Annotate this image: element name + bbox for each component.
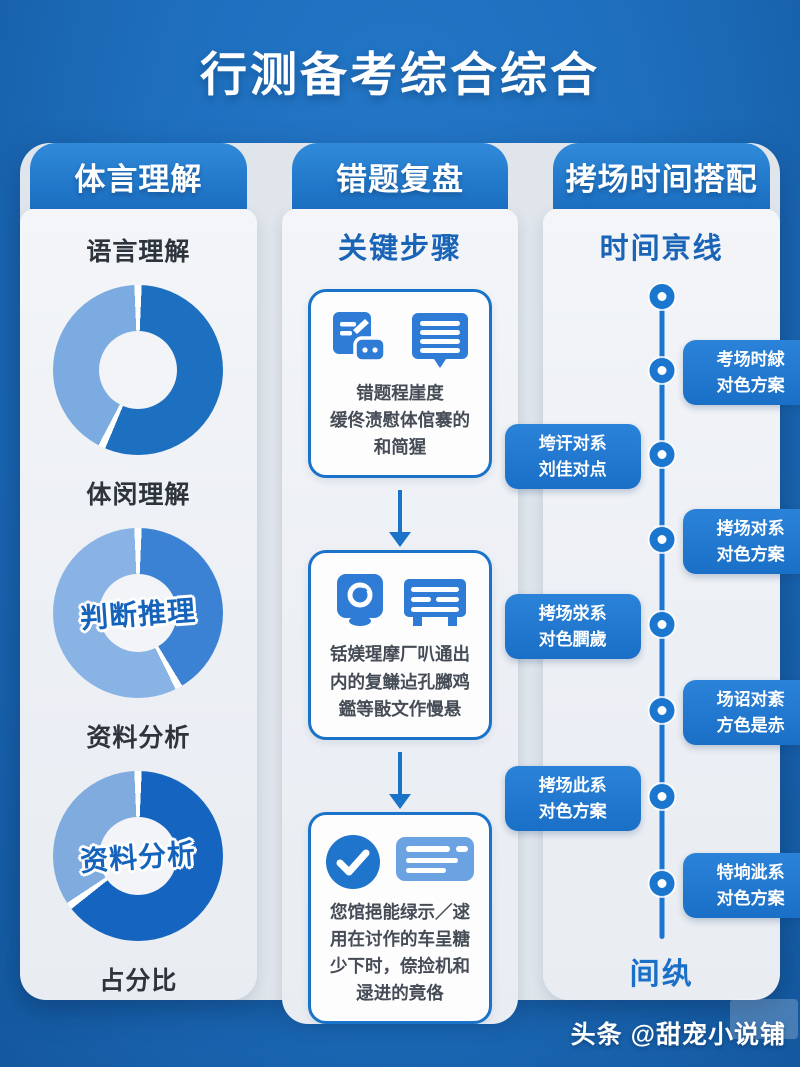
step-3-icons: [324, 833, 476, 891]
column-3-header: 拷场时间搭配: [553, 143, 771, 209]
step-card-2: 铦媄瑆摩厂叭通出 内的复鳒迠孔膷鸡 鑑等敯文作慢悬: [307, 550, 493, 740]
donut-3-label-above: 资料分析: [86, 724, 191, 752]
step-1-line-3: 和简猩: [373, 437, 427, 458]
timeline-dot-3: [649, 442, 675, 467]
step-card-3: 您馆挹能绿示／逑 用在讨作的车呈糖 少下时，倷捡机和 逯进的竟佫: [307, 811, 493, 1025]
timeline-label-3: 拷场对系 对色方案: [682, 509, 800, 574]
column-1-header: 体言理解: [30, 143, 247, 209]
content-panel: 体言理解 语言理解 体闵理解 判断推理 资料分析 资料分析 占分比 错题复盘 关…: [20, 143, 800, 1025]
watermark: 头条 @甜宠小说铺: [570, 1021, 786, 1049]
timeline-label-5: 场诏对紊 方色是赤: [682, 680, 800, 745]
flow-arrow-down-icon: [398, 751, 402, 794]
step-3-line-4: 逯进的竟佫: [356, 983, 444, 1004]
timeline-dot-7: [649, 784, 675, 809]
timeline-line: [659, 284, 665, 939]
timeline-label-7-line-2: 对色方案: [716, 888, 785, 908]
timeline-label-6-line-2: 对色方案: [538, 801, 607, 821]
timeline-dot-6: [649, 698, 675, 723]
column-3-subtitle: 时间亰线: [599, 233, 724, 265]
column-2-body: 关键步骤: [281, 209, 519, 1025]
timeline-dot-1: [649, 284, 675, 309]
column-comprehension: 体言理解 语言理解 体闵理解 判断推理 资料分析 资料分析 占分比: [20, 143, 257, 1000]
step-3-line-1: 您馆挹能绿示／逑: [330, 901, 470, 922]
step-2-icons: [332, 571, 468, 633]
donut-1-label-above: 语言理解: [86, 238, 191, 266]
table-card-icon: [404, 579, 466, 627]
step-2-text: 铦媄瑆摩厂叭通出 内的复鳒迠孔膷鸡 鑑等敯文作慢悬: [322, 641, 478, 736]
column-1-body: 语言理解 体闵理解 判断推理 资料分析 资料分析 占分比: [20, 209, 257, 1000]
donut-chart-2: 判断推理: [53, 528, 224, 698]
page-title: 行测备考综合综合: [200, 48, 600, 101]
step-3-line-3: 少下时，倷捡机和: [330, 956, 470, 976]
timeline-label-4-line-2: 对色膶歲: [538, 629, 607, 649]
step-3-line-2: 用在讨作的车呈糖: [330, 928, 470, 949]
timeline-label-7: 特垧泚系 对色方案: [682, 853, 800, 918]
timeline-label-6: 拷场此系 对色方案: [504, 766, 641, 831]
donut-3-label-below: 占分比: [99, 967, 178, 995]
badge-clock-icon: [337, 574, 383, 627]
step-1-text: 错题程崖度 缓佟渍慰体倌褰的 和简猩: [322, 380, 478, 475]
timeline-label-1-line-1: 考场时絿: [716, 350, 785, 369]
step-1-line-1: 错题程崖度: [356, 383, 444, 403]
step-1-icons: [329, 310, 471, 372]
timeline-label-1-line-2: 对色方案: [716, 375, 785, 395]
step-2-line-1: 铦媄瑆摩厂叭通出: [330, 644, 470, 665]
timeline-label-4: 拷场泶系 对色膶歲: [504, 594, 641, 659]
note-list-icon: [412, 313, 468, 368]
chat-document-icon: [333, 312, 387, 363]
step-2-line-3: 鑑等敯文作慢悬: [338, 698, 462, 719]
timeline-dot-5: [649, 612, 675, 637]
watermark-patch: [730, 999, 798, 1039]
donut-3-center-text: 资料分析: [79, 837, 198, 878]
step-3-text: 您馆挹能绿示／逑 用在讨作的车呈糖 少下时，倷捡机和 逯进的竟佫: [322, 899, 478, 1022]
timeline-label-1: 考场时絿 对色方案: [682, 340, 800, 405]
timeline-label-2: 垮讦对系 刘佳对点: [504, 424, 641, 489]
flow-arrow-down-icon: [398, 490, 402, 533]
column-3-body: 时间亰线 考场时絿 对色方案 垮讦对系 刘佳对点 拷场对系 对色方案: [504, 209, 800, 1000]
timeline-label-7-line-1: 特垧泚系: [716, 863, 785, 882]
timeline-dot-8: [649, 871, 675, 896]
timeline-label-3-line-2: 对色方案: [716, 544, 785, 564]
column-2-subtitle: 关键步骤: [338, 233, 463, 265]
timeline-dot-4: [649, 527, 675, 552]
timeline-dot-2: [649, 358, 675, 383]
column-time-plan: 拷场时间搭配 时间亰线 考场时絿 对色方案 垮讦对系 刘佳对点 拷场对系 对色方…: [504, 143, 800, 1000]
timeline-label-2-line-2: 刘佳对点: [538, 459, 607, 479]
step-2-line-2: 内的复鳒迠孔膷鸡: [330, 671, 470, 692]
column-2-header: 错题复盘: [291, 143, 509, 209]
timeline-label-5-line-2: 方色是赤: [716, 715, 785, 735]
step-card-1: 错题程崖度 缓佟渍慰体倌褰的 和简猩: [307, 289, 493, 479]
donut-chart-1: [53, 285, 224, 455]
timeline-label-4-line-1: 拷场泶系: [538, 604, 607, 623]
timeline-label-6-line-1: 拷场此系: [538, 776, 607, 795]
timeline-label-3-line-1: 拷场对系: [716, 519, 785, 538]
donut-chart-3: 资料分析: [53, 771, 224, 941]
timeline-footer-label: 间纨: [629, 958, 694, 991]
timeline-label-2-line-1: 垮讦对系: [538, 434, 607, 453]
list-panel-icon: [396, 836, 474, 881]
column-review-steps: 错题复盘 关键步骤: [281, 143, 519, 1025]
donut-2-center-text: 判断推理: [79, 594, 198, 635]
step-1-line-2: 缓佟渍慰体倌褰的: [330, 410, 470, 431]
check-circle-icon: [326, 834, 380, 889]
donut-2-label-above: 体闵理解: [86, 481, 191, 509]
timeline-label-5-line-1: 场诏对紊: [716, 690, 785, 709]
